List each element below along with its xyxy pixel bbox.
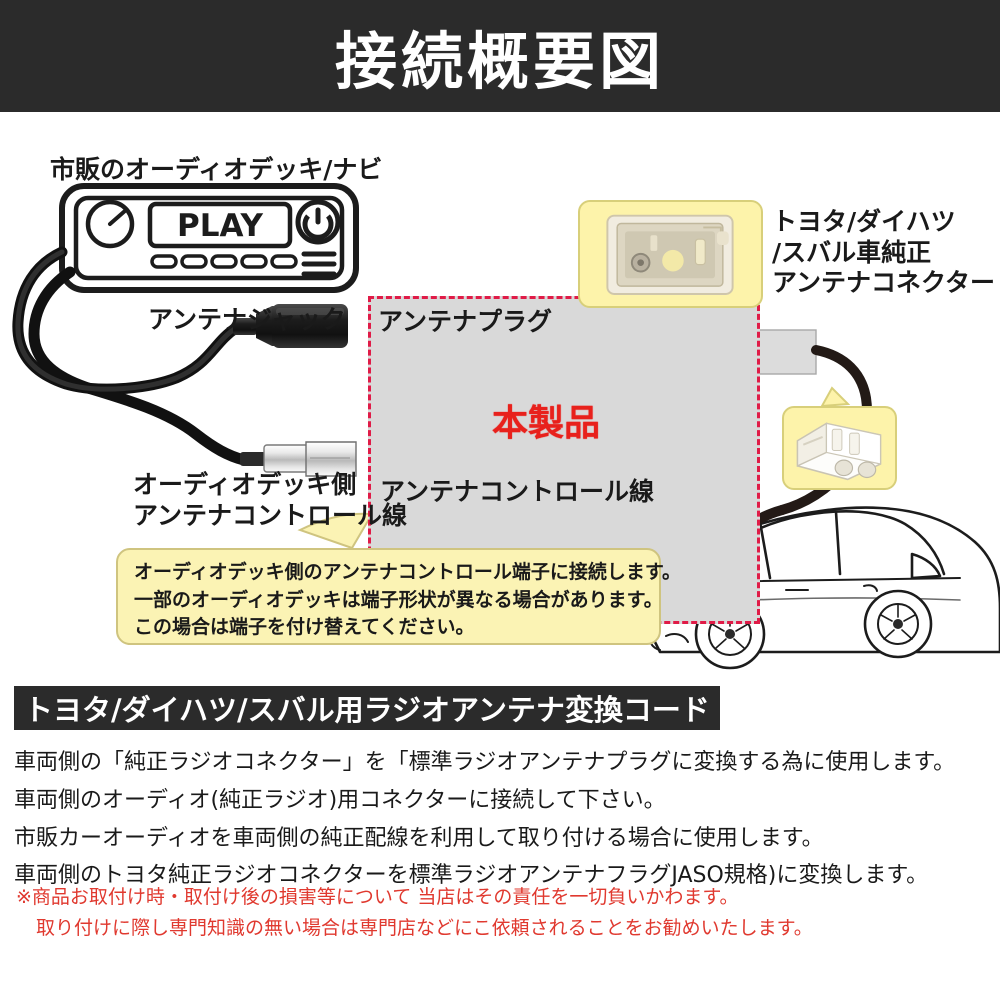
antenna-connector-photo — [606, 214, 734, 295]
label-deck-side-line2: アンテナコントロール線 — [133, 500, 408, 530]
note-bubble-line-2: 一部のオーディオデッキは端子形状が異なる場合があります。 — [134, 588, 663, 611]
description-lines: 車両側の「純正ラジオコネクター」を「標準ラジオアンテナプラグに変換する為に使用し… — [14, 744, 986, 895]
label-antenna-plug: アンテナプラグ — [378, 307, 553, 336]
callout-antenna-connector-photo — [578, 200, 763, 308]
deck-display-text: PLAY — [177, 208, 263, 244]
bottom-description: トヨタ/ダイハツ/スバル用ラジオアンテナ変換コード 車両側の「純正ラジオコネクタ… — [0, 672, 1000, 1000]
deck-side-control-terminal — [240, 441, 357, 477]
label-antenna-jack: アンテナジャック — [148, 305, 346, 334]
description-line-4: 車両側のトヨタ純正ラジオコネクターを標準ラジオアンテナフラグJASO規格)に変換… — [14, 863, 929, 889]
label-antenna-control-line: アンテナコントロール線 — [380, 477, 655, 506]
audio-deck: PLAY — [59, 183, 359, 293]
antenna-jack-connector — [233, 304, 348, 348]
disclaimer-notes: ※商品お取付け時・取付け後の損害等について 当店はその責任を一切負いかわます。 … — [16, 882, 988, 945]
label-deck-side-line1: オーディオデッキ側 — [133, 470, 357, 499]
label-toyota-line2: /スバル車純正 — [772, 237, 932, 267]
label-audio-deck: 市販のオーディオデッキ/ナビ — [50, 155, 383, 184]
description-line-3: 市販カーオーディオを車両側の純正配線を利用して取り付ける場合に使用します。 — [14, 825, 824, 851]
page-title: 接続概要図 — [334, 25, 665, 98]
product-name-text: トヨタ/ダイハツ/スバル用ラジオアンテナ変換コード — [24, 693, 710, 727]
menu-icon — [301, 251, 337, 277]
label-deck-side-control: オーディオデッキ側 アンテナコントロール線 — [133, 470, 407, 531]
deck-cables — [12, 246, 250, 466]
diagram-stage: PLAY — [0, 112, 1000, 672]
note-bubble: オーディオデッキ側のアンテナコントロール端子に接続します。 一部のオーディオデッ… — [116, 548, 682, 645]
note-bubble-line-3: この場合は端子を付け替えてください。 — [134, 616, 475, 639]
description-line-1: 車両側の「純正ラジオコネクター」を「標準ラジオアンテナプラグに変換する為に使用し… — [14, 750, 956, 775]
label-toyota-connector: トヨタ/ダイハツ /スバル車純正 アンテナコネクター — [772, 207, 995, 299]
disclaimer-line-1: ※商品お取付け時・取付け後の損害等について 当店はその責任を一切負いかわます。 — [16, 886, 739, 908]
header-bar: 接続概要図 — [0, 0, 1000, 112]
note-bubble-line-1: オーディオデッキ側のアンテナコントロール端子に接続します。 — [134, 561, 682, 583]
disclaimer-line-2: 取り付けに際し専門知識の無い場合は専門店などにこ依頼されることをお勧めいたします… — [36, 917, 813, 940]
power-icon — [295, 199, 341, 245]
label-toyota-line1: トヨタ/ダイハツ — [772, 207, 956, 236]
label-toyota-line3: アンテナコネクター — [772, 268, 996, 297]
label-this-product: 本製品 — [492, 403, 601, 444]
description-line-2: 車両側のオーディオ(純正ラジオ)用コネクターに接続して下さい。 — [14, 787, 666, 813]
white-connector-photo — [796, 422, 882, 481]
product-name-band: トヨタ/ダイハツ/スバル用ラジオアンテナ変換コード — [14, 686, 720, 730]
callout-white-connector-photo — [782, 406, 897, 490]
